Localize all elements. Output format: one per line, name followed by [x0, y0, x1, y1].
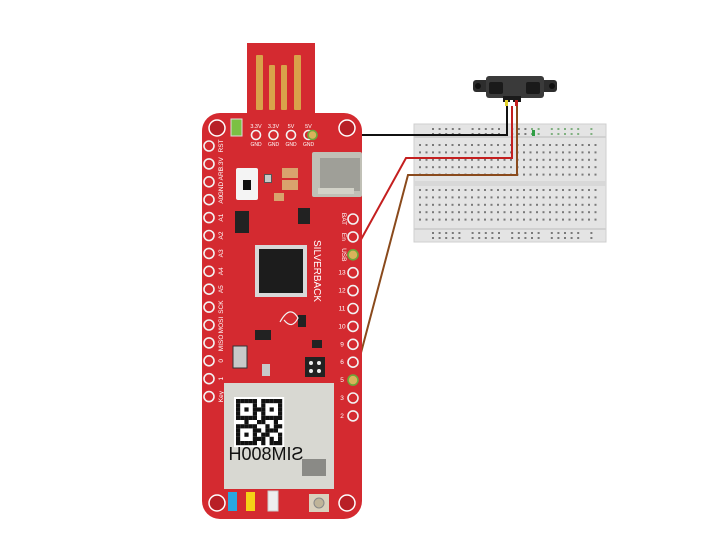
sim800h-module: SIM800H [224, 383, 334, 489]
right-pin-label: 5 [340, 377, 344, 384]
right-pin: 3 [340, 392, 359, 404]
left-pin-label: 1 [218, 377, 225, 381]
left-pin-label: SCK [218, 300, 225, 314]
right-pin-label: 10 [338, 323, 346, 330]
left-pin: A5 [203, 283, 225, 296]
right-pin: En [340, 231, 359, 243]
left-pin: 0 [203, 354, 225, 367]
board-name: SILVERBACK [311, 240, 322, 302]
mcu-chip [255, 245, 307, 297]
right-pin-label: 9 [340, 341, 344, 348]
usb-contacts [256, 55, 301, 110]
header-label-bottom: GND [303, 142, 315, 148]
left-pin: 3.3V [203, 157, 225, 171]
power-wire [352, 106, 513, 255]
left-pin: A3 [203, 247, 225, 260]
right-pin: 13 [338, 266, 359, 279]
right-pin-label: 11 [339, 306, 346, 313]
ground-wire [352, 106, 518, 384]
wires [312, 106, 518, 384]
left-pin-label: A5 [218, 285, 225, 293]
header-label-top: 5V [288, 124, 295, 130]
breadboard [413, 123, 607, 243]
right-pin: BAT [340, 213, 359, 225]
right-pin-label: 12 [338, 288, 346, 295]
module-label: SIM800H [228, 444, 303, 464]
reset-button [305, 357, 325, 377]
power-header: 3.3V GND 3.3V GND 5V GND 5V GND [250, 124, 318, 148]
right-pin-label: 13 [338, 270, 346, 277]
right-pin-label: 6 [340, 359, 344, 366]
left-pin: 1 [203, 372, 225, 385]
header-label-bottom: GND [268, 142, 280, 148]
right-pin: USB [340, 248, 359, 261]
right-pin: 9 [340, 338, 359, 351]
left-pin-label: A1 [218, 213, 225, 221]
left-pin: MOSI [203, 317, 225, 334]
left-pin-label: 0 [218, 359, 225, 363]
left-pin: Key [203, 390, 225, 403]
right-pin: 12 [338, 284, 359, 297]
right-pin-label: BAT [340, 213, 347, 225]
right-pin: 2 [340, 410, 359, 422]
left-pin: MISO [203, 335, 225, 352]
signal-wire [312, 106, 508, 136]
left-pin-label: Key [218, 390, 225, 402]
left-pin: A0 [203, 193, 225, 206]
right-pin-label: 3 [340, 395, 344, 402]
header-label-top: 3.3V [268, 124, 280, 130]
right-pin-label: 2 [340, 413, 344, 420]
right-pin-label: USB [340, 248, 347, 261]
header-label-top: 5V [305, 124, 312, 130]
left-pin-label: MOSI [218, 317, 225, 334]
header-label-top: 3.3V [250, 124, 262, 130]
left-pin-label: A3 [218, 249, 225, 257]
left-pin: SCK [203, 300, 225, 314]
right-pin: 11 [339, 302, 359, 315]
right-pin-label: En [340, 233, 347, 241]
left-pin-label: RST [218, 139, 225, 152]
left-pin: RST [203, 139, 225, 153]
header-label-bottom: GND [250, 142, 262, 148]
left-pin-label: MISO [218, 335, 225, 352]
left-pin: A2 [203, 229, 225, 242]
left-pin: GND ARF [203, 167, 225, 196]
right-pin: 6 [340, 356, 359, 369]
left-pin: A4 [203, 265, 225, 278]
qr-code [234, 397, 285, 448]
ir-distance-sensor [473, 76, 557, 106]
left-pin-label: A4 [218, 267, 225, 275]
left-pin: A1 [203, 211, 225, 224]
left-pin-label: GND ARF [218, 167, 225, 196]
right-pin: 5 [340, 374, 359, 386]
left-pin-label: A0 [218, 195, 225, 203]
right-pin: 10 [338, 320, 359, 333]
left-pin-label: 3.3V [218, 157, 225, 171]
silverback-board: 3.3V GND 3.3V GND 5V GND 5V GND [202, 43, 362, 519]
header-label-bottom: GND [285, 142, 297, 148]
left-pin-label: A2 [218, 231, 225, 239]
